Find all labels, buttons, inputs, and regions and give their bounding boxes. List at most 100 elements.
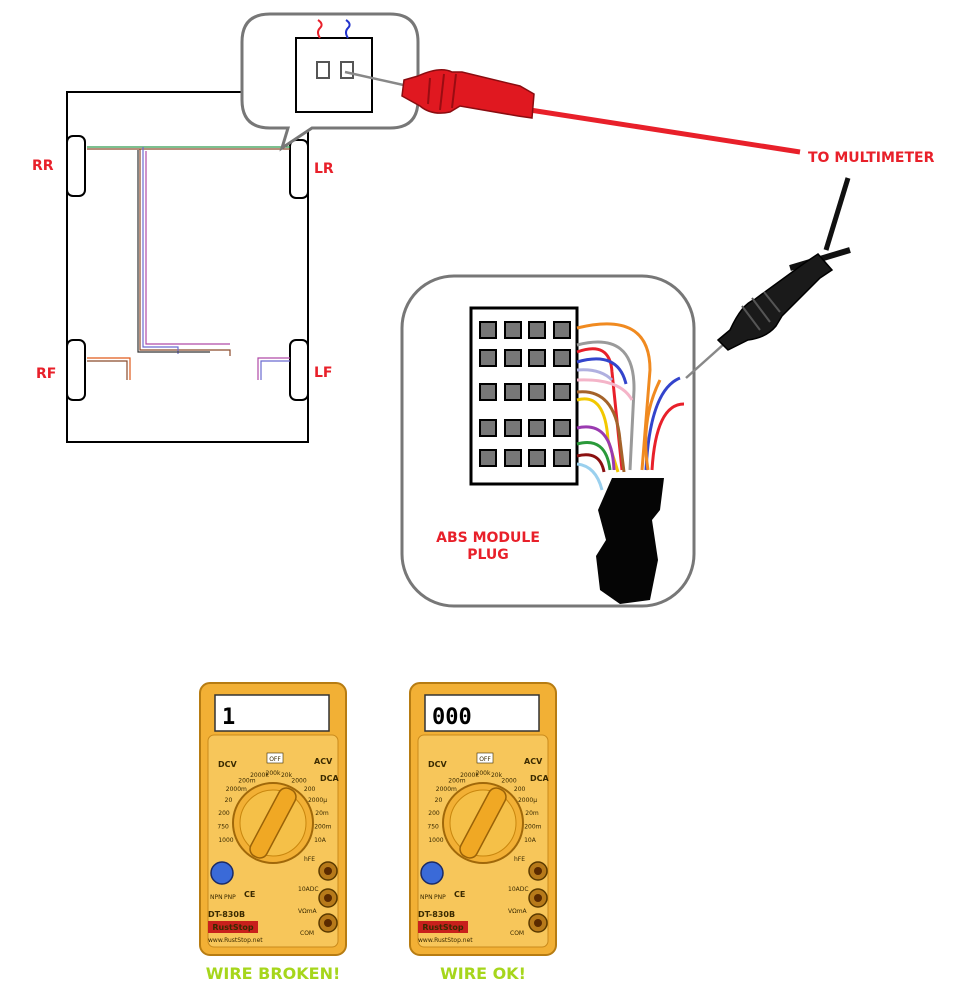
red-probe-lead: [529, 107, 801, 155]
abs-plug-pin: [504, 449, 522, 467]
label-npn: NPN: [420, 894, 433, 901]
label-rr: RR: [32, 158, 54, 174]
label-vohm: VΩmA: [298, 908, 318, 915]
car-body-diagram: RR LR RF LF: [32, 91, 334, 443]
dial-range-value: 750: [427, 824, 439, 831]
meter-brand: RustStop: [212, 923, 254, 932]
dial-off-box: [476, 752, 494, 764]
sensor-connector-callout: [240, 12, 420, 152]
abs-plug-pin: [479, 321, 497, 339]
black-probe-tip: [685, 343, 725, 379]
abs-plug-pin: [528, 449, 546, 467]
brand-badge: [208, 921, 258, 933]
brand-badge: [418, 921, 468, 933]
multimeter-lcd: [424, 694, 540, 732]
dial-range-value: 2000: [501, 777, 516, 784]
dial-label-off: OFF: [479, 756, 491, 763]
abs-plug-pin: [479, 419, 497, 437]
dial-range-value: 20m: [525, 810, 539, 817]
abs-module-plug-callout: ABS MODULE PLUG: [400, 274, 696, 608]
dial-range-value: 2000m: [226, 786, 247, 793]
label-10a: 10ADC: [298, 886, 319, 893]
abs-wire-loom: [596, 478, 664, 604]
dial-label-dcv: DCV: [218, 760, 238, 769]
label-rf: RF: [36, 366, 56, 382]
label-vohm: VΩmA: [508, 908, 528, 915]
abs-plug-pin: [504, 349, 522, 367]
meter-caption: WIRE OK!: [440, 964, 526, 983]
abs-plug-wires: [576, 322, 685, 491]
label-to-multimeter: TO MULTIMETER: [808, 150, 935, 166]
dial-range-value: 200: [514, 786, 526, 793]
dial-range-value: 200m: [524, 824, 541, 831]
wheel-rr: [66, 135, 86, 197]
sensor-wire-blue: [345, 19, 351, 39]
dial-range-value: 200k: [266, 770, 281, 777]
abs-plug-pin: [553, 449, 571, 467]
abs-plug-pin: [553, 419, 571, 437]
black-probe-lead: [823, 177, 851, 251]
hfe-socket: [420, 861, 444, 885]
probe-jack-hole: [324, 867, 332, 875]
hfe-socket: [210, 861, 234, 885]
red-probe-handle: [401, 69, 535, 119]
dial-range-value: 2000k: [460, 772, 479, 779]
abs-plug-pin: [504, 383, 522, 401]
dial-range-value: 1000: [428, 837, 443, 844]
abs-plug-pin: [553, 383, 571, 401]
dial-label-dcv: DCV: [428, 760, 448, 769]
dial-label-acv: ACV: [524, 757, 543, 766]
dial-range-value: 2000μ: [308, 797, 327, 804]
dial-label-off: OFF: [269, 756, 281, 763]
label-hfe: hFE: [514, 856, 525, 863]
rotary-dial-knob: [249, 787, 297, 859]
wheel-rf: [66, 339, 86, 401]
abs-plug-pin: [553, 349, 571, 367]
meter-website: www.RustStop.net: [418, 937, 473, 944]
dial-range-value: 200m: [314, 824, 331, 831]
label-pnp: PNP: [434, 894, 446, 901]
dial-label-dca: DCA: [320, 774, 340, 783]
dial-label-dca: DCA: [530, 774, 550, 783]
wheel-lf: [289, 339, 309, 401]
probe-jack-hole: [324, 919, 332, 927]
label-hfe: hFE: [304, 856, 315, 863]
sensor-pin-left: [316, 61, 330, 79]
dial-range-value: 10A: [524, 837, 537, 844]
label-10a: 10ADC: [508, 886, 529, 893]
black-probe-handle: [716, 253, 834, 351]
multimeter-lcd: [214, 694, 330, 732]
abs-plug-pin: [479, 449, 497, 467]
dial-range-value: 750: [217, 824, 229, 831]
dial-range-value: 20m: [315, 810, 329, 817]
label-com: COM: [300, 930, 314, 937]
label-com: COM: [510, 930, 524, 937]
dial-label-acv: ACV: [314, 757, 333, 766]
dial-range-value: 1000: [218, 837, 233, 844]
multimeter-reading: 000: [432, 705, 472, 730]
abs-plug-pin: [504, 321, 522, 339]
wheel-lr: [289, 139, 309, 199]
black-test-probe: [685, 177, 851, 379]
dial-range-value: 20: [435, 797, 443, 804]
abs-plug-pin: [528, 419, 546, 437]
abs-plug-pin: [528, 383, 546, 401]
label-lf: LF: [314, 365, 332, 381]
car-outline: [66, 91, 309, 443]
rotary-dial-knob: [459, 787, 507, 859]
abs-plug-pin: [528, 321, 546, 339]
meter-website: www.RustStop.net: [208, 937, 263, 944]
probe-jack-hole: [324, 894, 332, 902]
dial-range-value: 200: [218, 810, 230, 817]
sensor-pin-right: [340, 61, 354, 79]
meter-brand: RustStop: [422, 923, 464, 932]
abs-plug-pin: [479, 383, 497, 401]
abs-plug-pin: [479, 349, 497, 367]
probe-jack-hole: [534, 919, 542, 927]
dial-range-value: 10A: [314, 837, 327, 844]
dial-range-value: 200: [428, 810, 440, 817]
red-probe-tip: [344, 70, 409, 88]
